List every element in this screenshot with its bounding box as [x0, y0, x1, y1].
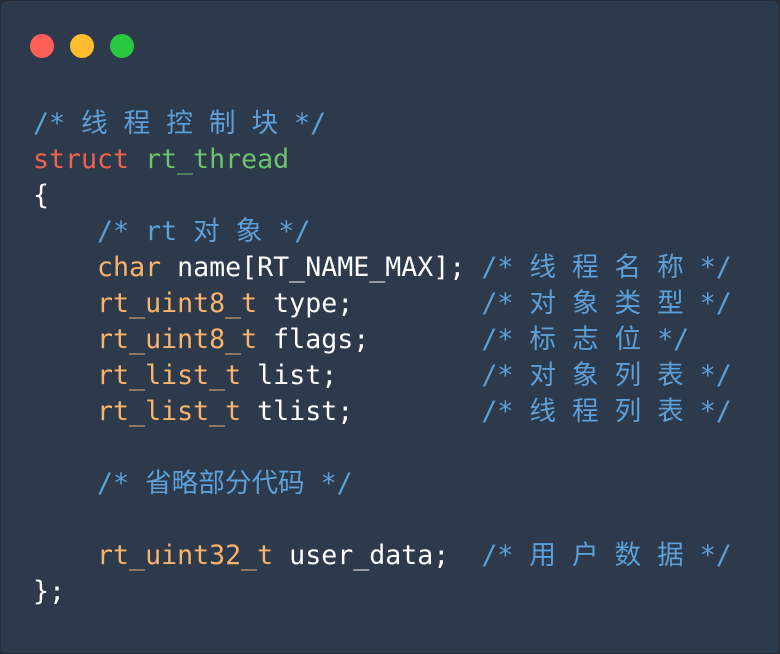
code-token-plain [33, 468, 97, 499]
code-token-keyword: struct [33, 144, 130, 175]
code-token-plain [33, 252, 97, 283]
maximize-button[interactable] [110, 34, 134, 58]
code-line: char name[RT_NAME_MAX]; /* 线 程 名 称 */ [33, 250, 732, 286]
code-line: /* 线 程 控 制 块 */ [33, 106, 732, 142]
code-token-plain [33, 432, 49, 463]
code-token-plain: flags; [257, 324, 482, 355]
code-line: /* rt 对 象 */ [33, 214, 732, 250]
code-token-plain: tlist; [241, 396, 482, 427]
code-token-comment: /* 省略部分代码 */ [97, 468, 353, 499]
code-token-plain: }; [33, 576, 66, 607]
code-token-comment: /* 线 程 列 表 */ [481, 396, 732, 427]
code-token-plain [33, 216, 97, 247]
code-token-plain [33, 288, 97, 319]
code-line: /* 省略部分代码 */ [33, 466, 732, 502]
code-token-type: rt_uint32_t [97, 540, 274, 571]
code-line: rt_list_t tlist; /* 线 程 列 表 */ [33, 394, 732, 430]
code-line: rt_uint8_t flags; /* 标 志 位 */ [33, 322, 732, 358]
code-token-type: rt_uint8_t [97, 324, 258, 355]
code-token-comment: /* 用 户 数 据 */ [481, 540, 732, 571]
code-token-type: rt_list_t [97, 360, 242, 391]
code-line: }; [33, 574, 732, 610]
code-token-plain: name[RT_NAME_MAX]; [161, 252, 482, 283]
code-block: /* 线 程 控 制 块 */struct rt_thread{ /* rt 对… [33, 106, 732, 610]
code-token-comment: /* rt 对 象 */ [97, 216, 311, 247]
close-button[interactable] [30, 34, 54, 58]
code-line [33, 430, 732, 466]
code-token-comment: /* 线 程 控 制 块 */ [33, 108, 327, 139]
code-line: struct rt_thread [33, 142, 732, 178]
code-token-type: rt_list_t [97, 396, 242, 427]
code-line [33, 502, 732, 538]
code-line: rt_uint8_t type; /* 对 象 类 型 */ [33, 286, 732, 322]
code-token-comment: /* 对 象 类 型 */ [481, 288, 732, 319]
code-line: { [33, 178, 732, 214]
code-token-plain: type; [257, 288, 482, 319]
minimize-button[interactable] [70, 34, 94, 58]
code-token-plain: user_data; [273, 540, 482, 571]
code-token-plain [33, 396, 97, 427]
code-token-plain: list; [241, 360, 482, 391]
code-token-comment: /* 标 志 位 */ [481, 324, 690, 355]
code-token-plain [33, 324, 97, 355]
code-line: rt_list_t list; /* 对 象 列 表 */ [33, 358, 732, 394]
code-token-plain [129, 144, 145, 175]
code-token-plain [33, 540, 97, 571]
code-token-type: rt_uint8_t [97, 288, 258, 319]
code-token-comment: /* 对 象 列 表 */ [481, 360, 732, 391]
code-token-plain: { [33, 180, 50, 211]
code-line: rt_uint32_t user_data; /* 用 户 数 据 */ [33, 538, 732, 574]
code-token-plain [33, 360, 97, 391]
code-token-comment: /* 线 程 名 称 */ [481, 252, 732, 283]
code-token-type: char [97, 252, 162, 283]
code-token-struct-name: rt_thread [145, 144, 290, 175]
code-token-plain [33, 504, 49, 535]
